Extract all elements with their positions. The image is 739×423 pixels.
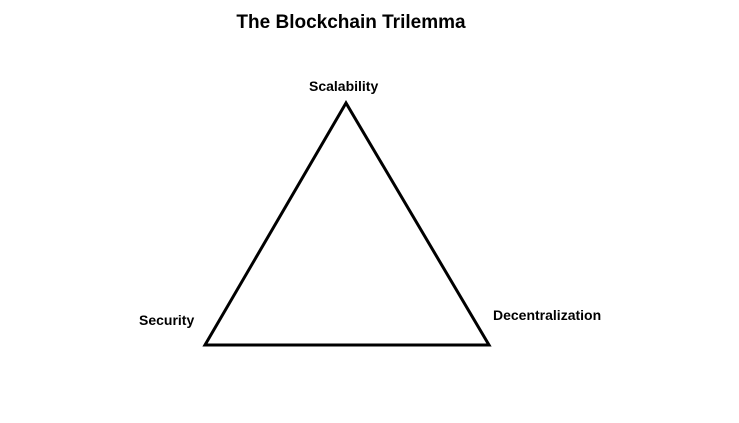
diagram-title: The Blockchain Trilemma [236,12,466,33]
vertex-label-decentralization: Decentralization [493,307,602,323]
trilemma-triangle [202,100,492,347]
vertex-label-security: Security [139,312,195,328]
vertex-label-scalability: Scalability [309,78,379,94]
